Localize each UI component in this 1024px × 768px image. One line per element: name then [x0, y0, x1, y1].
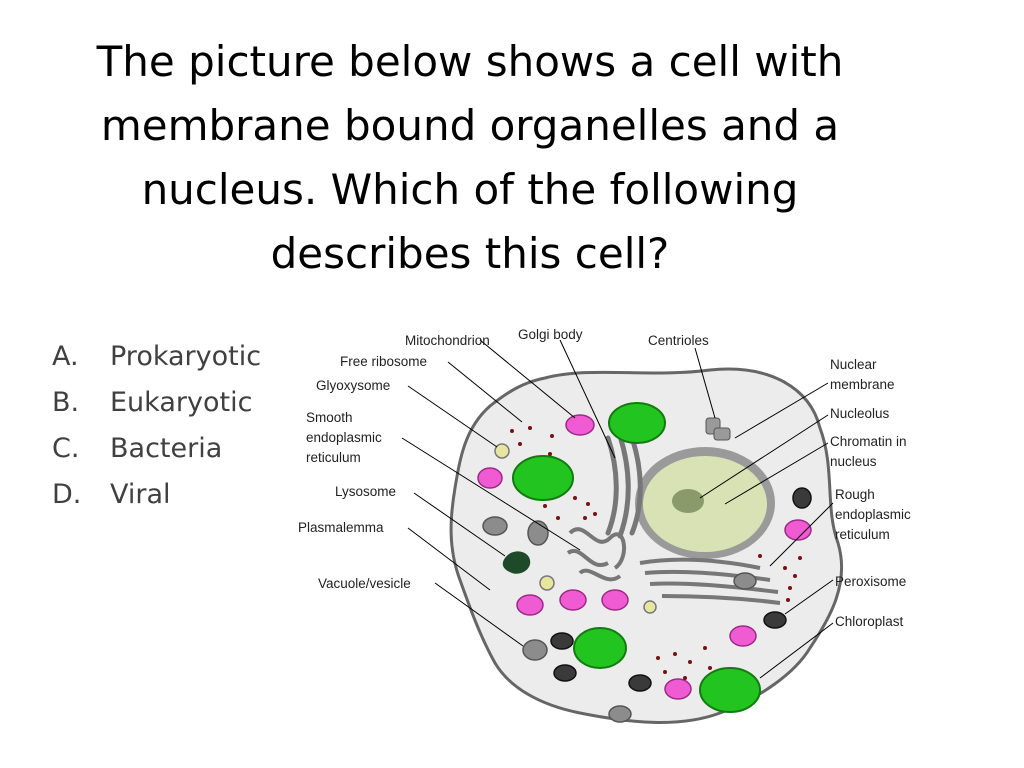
lysosome — [502, 551, 531, 574]
label-rough-er: Rough — [835, 487, 875, 502]
dark-vesicles — [550, 487, 812, 692]
question-title: The picture below shows a cell with memb… — [96, 37, 844, 278]
centrioles — [705, 417, 731, 441]
label-free-ribosome: Free ribosome — [340, 354, 427, 369]
golgi-body — [605, 433, 643, 539]
label-mitochondrion: Mitochondrion — [405, 333, 490, 348]
label-nuclear-membrane: membrane — [830, 377, 895, 392]
answer-text: Eukaryotic — [110, 387, 253, 418]
label-peroxisome: Peroxisome — [835, 574, 906, 589]
label-smooth-er: Smooth — [306, 410, 353, 425]
nucleus-interior — [643, 456, 767, 552]
label-chloroplast: Chloroplast — [835, 614, 904, 629]
smooth-er — [566, 527, 627, 582]
cell-diagram: Mitochondrion Golgi body Centrioles Free… — [298, 327, 911, 724]
rough-er-ribosomes — [758, 554, 802, 602]
answer-letter: D. — [52, 479, 82, 510]
label-nucleolus: Nucleolus — [830, 406, 890, 421]
nucleolus — [672, 489, 704, 513]
label-smooth-er: reticulum — [306, 450, 361, 465]
label-pointers — [401, 339, 834, 679]
label-golgi-body: Golgi body — [518, 327, 583, 342]
label-plasmalemma: Plasmalemma — [298, 520, 384, 535]
label-rough-er: reticulum — [835, 527, 890, 542]
label-chromatin: Chromatin in — [830, 434, 907, 449]
free-ribosomes — [510, 426, 712, 680]
answer-letter: B. — [52, 387, 80, 418]
answer-d: D. Viral — [52, 472, 261, 518]
label-nuclear-membrane: Nuclear — [830, 357, 877, 372]
answer-c: C. Bacteria — [52, 426, 261, 472]
label-vacuole-vesicle: Vacuole/vesicle — [318, 576, 411, 591]
label-centrioles: Centrioles — [648, 333, 709, 348]
mitochondria — [477, 414, 812, 700]
glyoxysomes — [494, 443, 657, 614]
answer-text: Bacteria — [110, 433, 223, 464]
answer-a: A. Prokaryotic — [52, 334, 261, 380]
answer-letter: A. — [52, 341, 79, 372]
label-lysosome: Lysosome — [335, 484, 396, 499]
answer-letter: C. — [52, 433, 80, 464]
answer-list: A. Prokaryotic B. Eukaryotic C. Bacteria D.… — [52, 334, 261, 518]
answer-text: Viral — [110, 479, 171, 510]
label-rough-er: endoplasmic — [835, 507, 911, 522]
label-glyoxysome: Glyoxysome — [316, 378, 390, 393]
label-smooth-er: endoplasmic — [306, 430, 382, 445]
answer-text: Prokaryotic — [110, 341, 262, 372]
chloroplasts — [512, 402, 761, 713]
answer-b: B. Eukaryotic — [52, 380, 261, 426]
label-chromatin: nucleus — [830, 454, 877, 469]
